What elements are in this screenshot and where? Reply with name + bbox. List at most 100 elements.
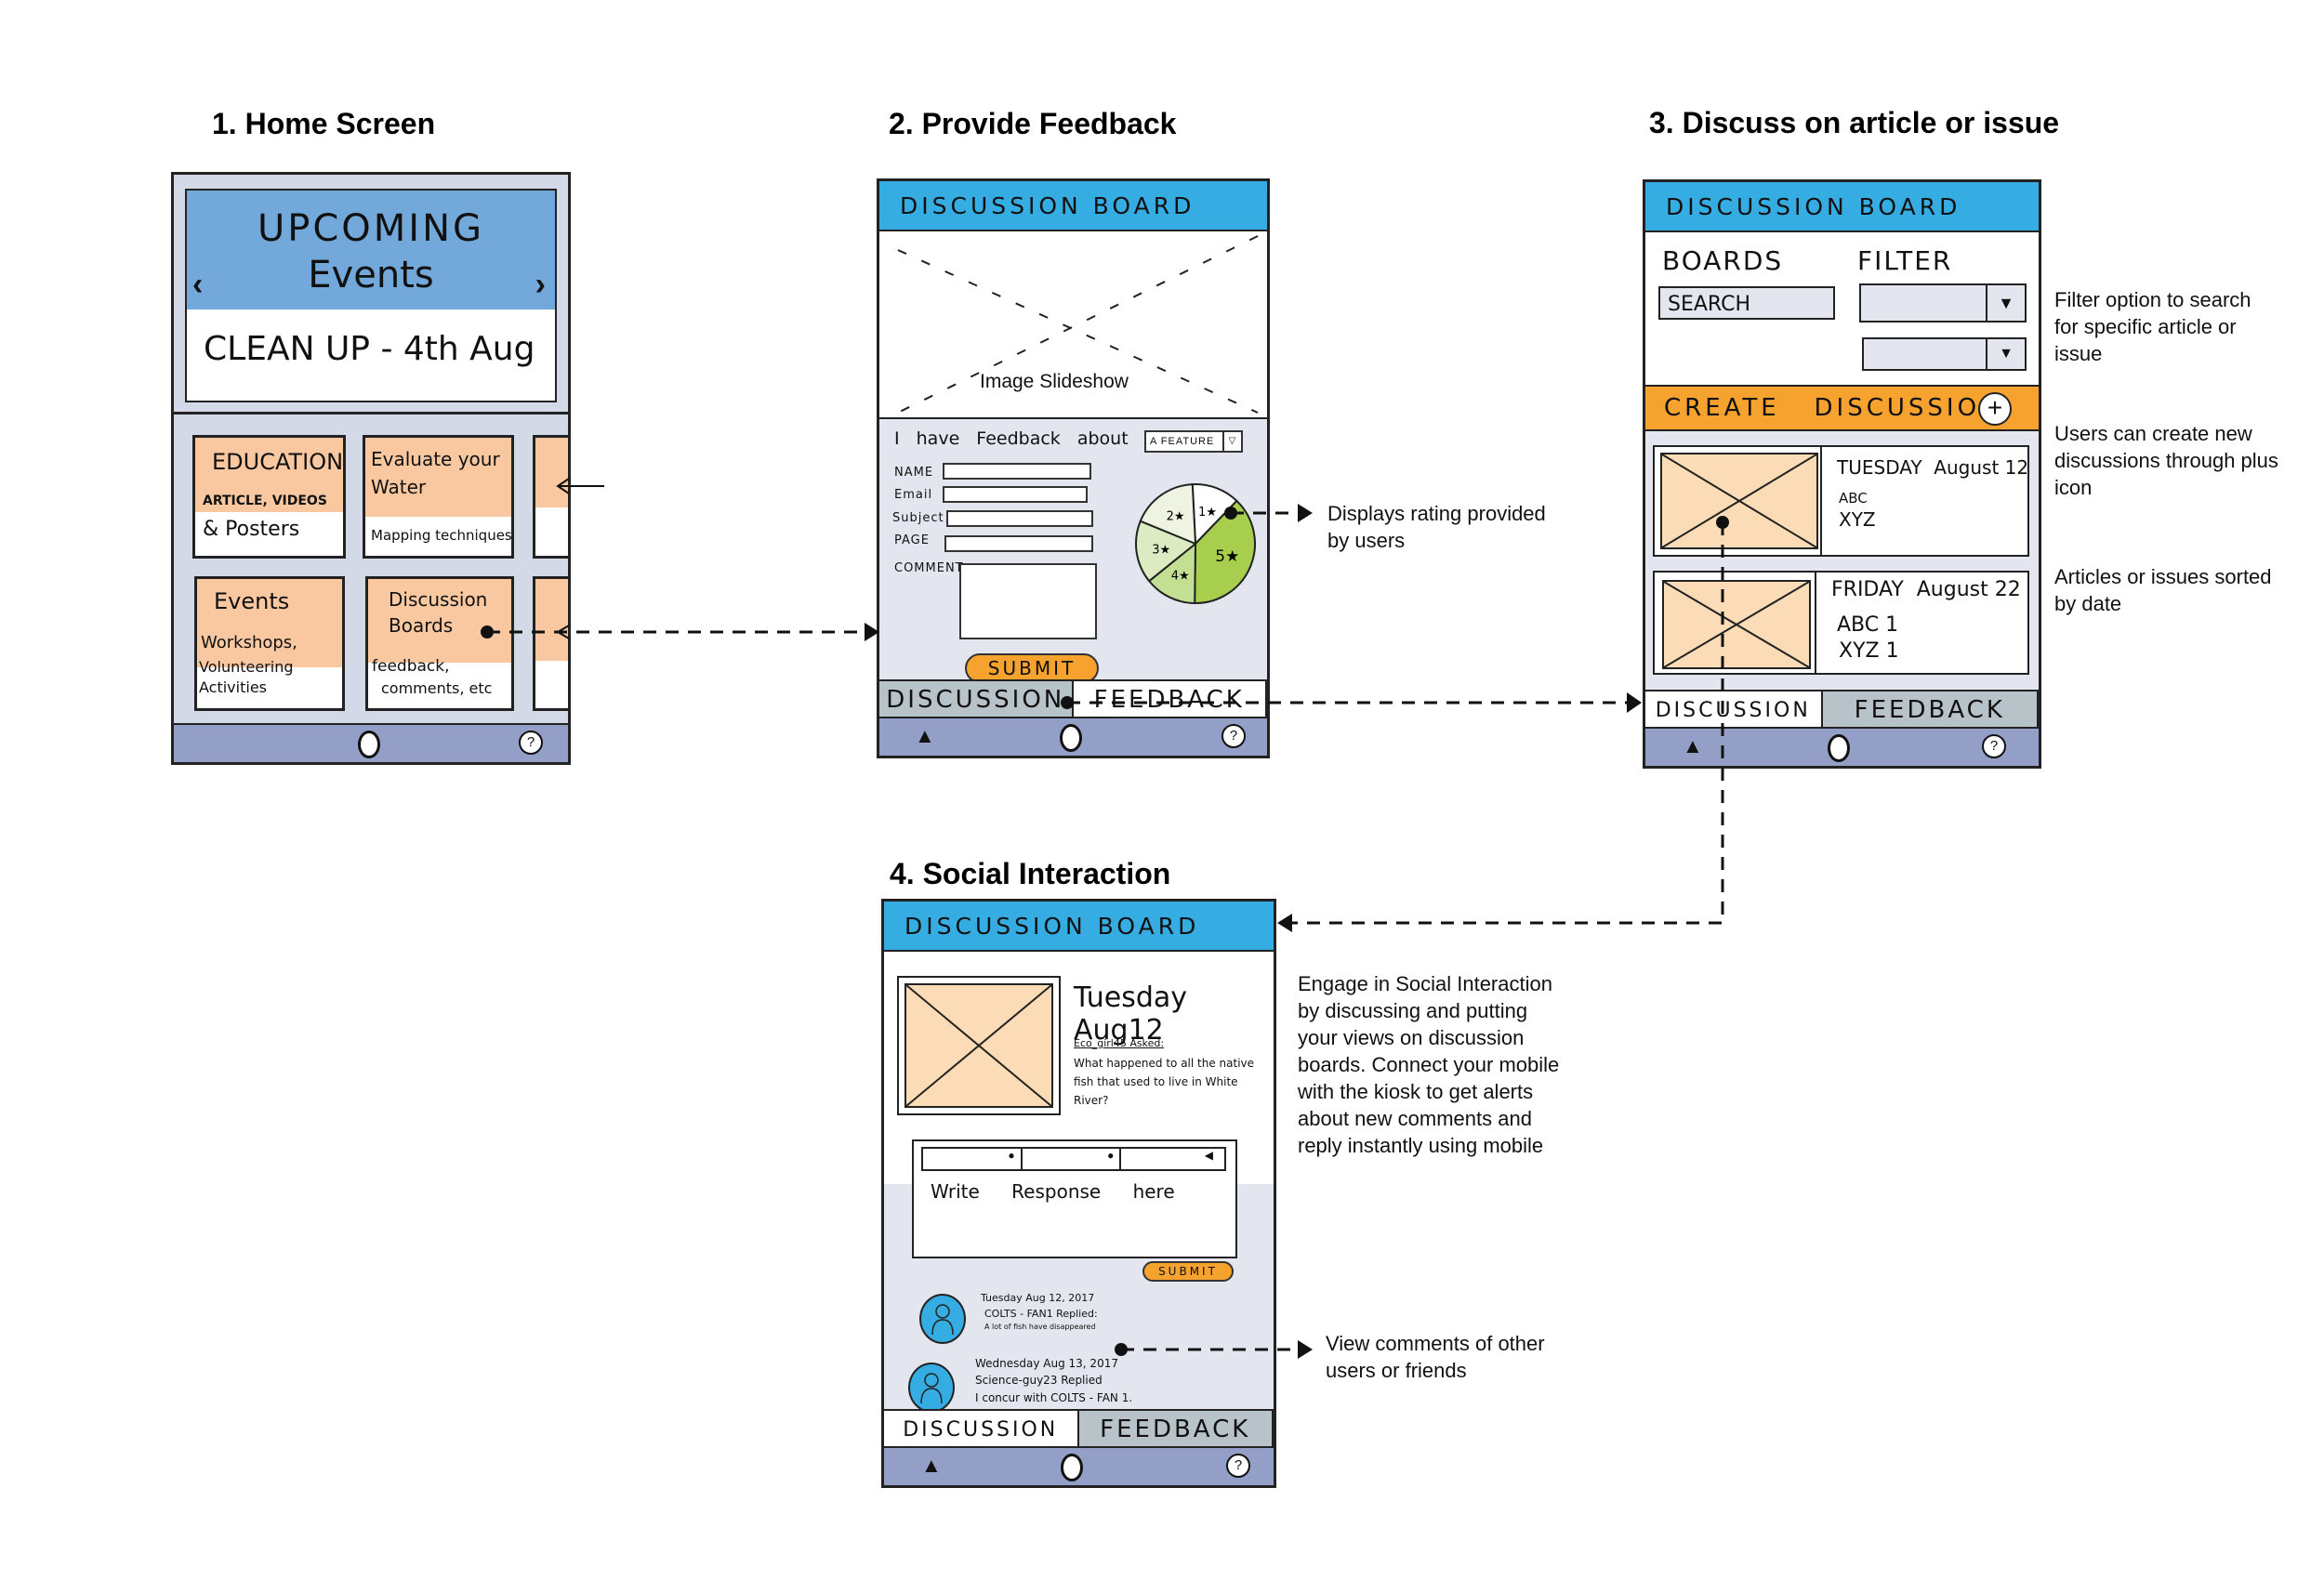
home-button-icon[interactable]: [1061, 1454, 1083, 1481]
search-input[interactable]: SEARCH: [1658, 286, 1835, 320]
tab-feedback[interactable]: FEEDBACK: [1822, 691, 2039, 729]
note-filter: Filter option to search for specific art…: [2054, 288, 2251, 365]
tile-title: Evaluate your Water: [371, 448, 500, 498]
comment-date: Tuesday Aug 12, 2017: [981, 1292, 1095, 1304]
chevron-down-icon: ▽: [1222, 432, 1241, 451]
tile-events[interactable]: Events Workshops, Volunteering Activitie…: [194, 576, 345, 711]
filter-select-2[interactable]: ▼: [1862, 337, 2027, 371]
article-title: ABC: [1839, 490, 1868, 507]
submit-button[interactable]: SUBMIT: [965, 653, 1099, 683]
header-bar: DISCUSSION BOARD: [879, 181, 1267, 231]
tile-title: Discussion Boards: [389, 588, 488, 637]
response-editor[interactable]: ● ● ◀ Write Response here: [912, 1139, 1237, 1258]
avatar[interactable]: [908, 1363, 955, 1413]
tab-feedback[interactable]: FEEDBACK: [1073, 681, 1267, 718]
tile-education[interactable]: EDUCATION ARTICLE, VIDEOS & Posters: [192, 435, 346, 559]
pie-slice-2-star: [1139, 483, 1197, 546]
bell-icon[interactable]: ▲: [1683, 734, 1703, 757]
toolbar-dropdown-icon[interactable]: ◀: [1204, 1149, 1214, 1162]
help-icon[interactable]: ?: [519, 731, 543, 755]
avatar[interactable]: [919, 1294, 966, 1344]
tile-evaluate-water[interactable]: Evaluate your Water Mapping techniques: [363, 435, 514, 559]
pie-label: 2★: [1167, 510, 1185, 524]
chevron-right-icon[interactable]: ›: [535, 267, 546, 302]
comment-text: I concur with COLTS - FAN 1.: [975, 1391, 1133, 1404]
bell-icon[interactable]: ▲: [915, 724, 935, 747]
article-subtitle: XYZ: [1839, 508, 1876, 531]
user-icon: [920, 1373, 943, 1404]
plus-icon[interactable]: +: [1978, 392, 2012, 426]
topic-select[interactable]: A FEATURE ▽: [1144, 430, 1243, 453]
header-title: DISCUSSION BOARD: [905, 913, 1200, 940]
help-icon[interactable]: ?: [1226, 1454, 1250, 1478]
subject-field[interactable]: [946, 510, 1093, 527]
section-title-discuss: 3. Discuss on article or issue: [1649, 106, 2060, 139]
pie-label: 1★: [1198, 506, 1217, 520]
feedback-screen-mockup: DISCUSSION BOARD Image Slideshow I have …: [877, 178, 1270, 758]
comment-author: COLTS - FAN1 Replied:: [984, 1308, 1098, 1320]
topic-select-value: A FEATURE: [1150, 436, 1215, 447]
pie-label: 4★: [1171, 569, 1190, 583]
tab-discussion[interactable]: DISCUSSION: [884, 1411, 1079, 1448]
name-field[interactable]: [943, 463, 1091, 480]
help-icon[interactable]: ?: [1982, 734, 2006, 758]
tile-subtitle: Workshops,: [201, 633, 297, 652]
search-placeholder: SEARCH: [1668, 293, 1751, 316]
chevron-down-icon: ▼: [1986, 339, 2025, 369]
tab-discussion[interactable]: DISCUSSION: [1645, 691, 1823, 729]
tile-partial-next[interactable]: [533, 435, 568, 559]
image-slideshow[interactable]: Image Slideshow: [879, 231, 1267, 419]
toolbar-dropdown-icon[interactable]: ●: [923, 1149, 1023, 1169]
page-label: PAGE: [894, 533, 930, 547]
chevron-left-icon[interactable]: ‹: [192, 267, 204, 302]
home-button-icon[interactable]: [358, 731, 380, 758]
email-field[interactable]: [943, 486, 1088, 503]
filter-select-1[interactable]: ▼: [1859, 283, 2027, 323]
arrowhead-icon: [1298, 504, 1313, 522]
home-button-icon[interactable]: [1060, 724, 1082, 752]
article-item[interactable]: FRIDAY August 22 ABC 1 XYZ 1: [1653, 571, 2029, 675]
section-title-social: 4. Social Interaction: [890, 857, 1171, 890]
create-discussion-button[interactable]: CREATE DISCUSSION +: [1645, 385, 2039, 431]
page-field[interactable]: [944, 535, 1093, 552]
home-button-icon[interactable]: [1828, 734, 1850, 762]
pie-slice-4-star: [1147, 541, 1197, 605]
post-author: Eco_girl45 Asked:: [1074, 1037, 1165, 1049]
banner-subtitle: Events: [308, 254, 434, 296]
article-date: TUESDAY August 12: [1837, 456, 2029, 479]
tile-title: EDUCATION: [212, 449, 344, 475]
bottom-nav: ?: [174, 723, 568, 762]
tab-feedback[interactable]: FEEDBACK: [1078, 1411, 1274, 1448]
comment-field[interactable]: [959, 563, 1097, 639]
tile-subtitle: comments, etc: [381, 679, 493, 697]
comment-text: A lot of fish have disappeared: [984, 1323, 1096, 1331]
header-bar: DISCUSSION BOARD: [884, 902, 1274, 952]
bottom-tabs: DISCUSSION FEEDBACK: [884, 1409, 1274, 1448]
editor-toolbar: ● ● ◀: [921, 1147, 1226, 1171]
section-title-feedback: 2. Provide Feedback: [889, 107, 1177, 140]
events-banner[interactable]: UPCOMING Events ‹ › CLEAN UP - 4th Aug: [185, 189, 557, 402]
name-label: NAME: [894, 466, 934, 480]
tile-discussion-boards[interactable]: Discussion Boards feedback, comments, et…: [365, 576, 514, 711]
help-icon[interactable]: ?: [1221, 724, 1246, 748]
bell-icon[interactable]: ▲: [921, 1454, 942, 1477]
tile-subtitle: ARTICLE, VIDEOS: [203, 494, 327, 508]
tile-partial-next[interactable]: [533, 576, 568, 711]
article-item[interactable]: TUESDAY August 12 ABC XYZ: [1653, 445, 2029, 557]
toolbar-dropdown-icon[interactable]: ●: [1023, 1149, 1122, 1169]
pie-label: 3★: [1152, 543, 1170, 557]
feedback-prompt: I have Feedback about: [894, 428, 1129, 449]
bottom-nav: ▲ ?: [1645, 727, 2039, 766]
boards-label: BOARDS: [1662, 245, 1784, 276]
banner-title: UPCOMING: [257, 207, 485, 250]
email-label: Email: [894, 488, 933, 502]
image-placeholder-icon: [1660, 453, 1818, 549]
post-question: What happened to all the native fish tha…: [1074, 1057, 1255, 1107]
comment-label: COMMENT: [894, 561, 964, 575]
note-rating: Displays rating provided by users: [1327, 502, 1546, 552]
tab-discussion[interactable]: DISCUSSION: [879, 681, 1074, 718]
tile-subtitle: & Posters: [203, 518, 300, 541]
submit-button[interactable]: SUBMIT: [1142, 1261, 1234, 1282]
response-placeholder: Write Response here: [931, 1180, 1175, 1203]
pie-label: 5★: [1215, 547, 1239, 566]
